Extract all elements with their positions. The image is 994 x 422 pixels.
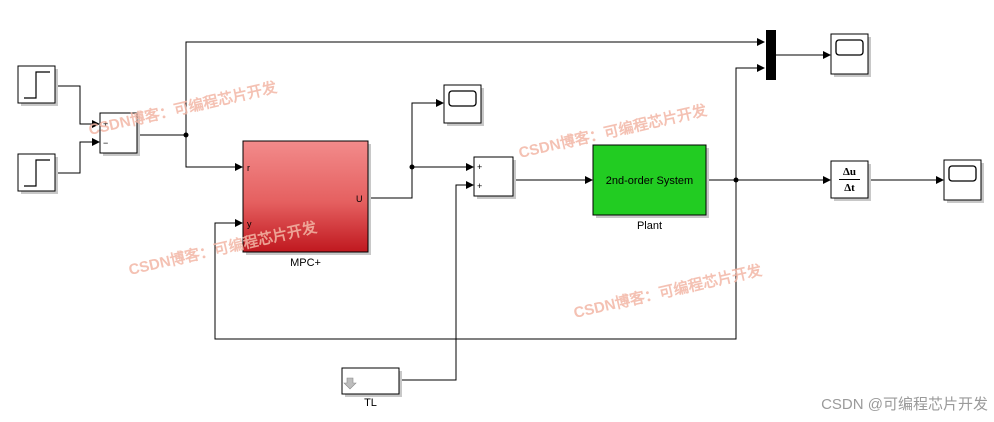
scope-block-3[interactable]	[943, 159, 984, 203]
mux-block[interactable]	[766, 30, 776, 80]
branch-points	[183, 132, 739, 183]
sum-block-1[interactable]: + −	[99, 112, 140, 156]
sum2-sign-bottom: +	[477, 181, 482, 191]
plant-label: Plant	[637, 220, 662, 232]
tl-block[interactable]: TL	[341, 367, 402, 409]
footer-credit: CSDN @可编程芯片开发	[821, 396, 988, 413]
mpc-port-r: r	[247, 163, 250, 173]
mux-bar	[766, 30, 776, 80]
mpc-port-u: U	[356, 194, 363, 204]
tl-label: TL	[364, 397, 377, 409]
step-block-1[interactable]	[17, 65, 58, 106]
sum2-sign-top: +	[477, 162, 482, 172]
step-icon	[24, 159, 50, 187]
sum1-sign-bottom: −	[103, 138, 108, 148]
signal-lines	[55, 41, 940, 381]
arrowheads	[92, 38, 944, 227]
derivative-denominator: Δt	[844, 182, 855, 194]
scope-block-2[interactable]	[443, 84, 484, 126]
from-workspace-icon	[343, 377, 357, 390]
sum-block-2[interactable]: + +	[473, 156, 516, 199]
plant-block[interactable]: 2nd-order System Plant	[592, 144, 709, 232]
mpc-port-y: y	[247, 219, 252, 229]
scope-block-1[interactable]	[830, 33, 871, 77]
step-block-2[interactable]	[17, 153, 58, 194]
derivative-numerator: Δu	[843, 166, 856, 178]
step-icon	[24, 71, 50, 99]
mpc-label: MPC+	[290, 257, 321, 269]
sum1-sign-top: +	[103, 119, 108, 129]
scope-icon	[948, 165, 977, 182]
derivative-block[interactable]: Δu Δt	[830, 160, 871, 201]
mpc-block[interactable]: r y U MPC+	[242, 140, 371, 269]
scope-icon	[448, 90, 477, 107]
plant-inner-text: 2nd-order System	[606, 175, 693, 187]
scope-icon	[835, 39, 864, 56]
watermark-text: CSDN博客：可编程芯片开发	[87, 78, 280, 139]
